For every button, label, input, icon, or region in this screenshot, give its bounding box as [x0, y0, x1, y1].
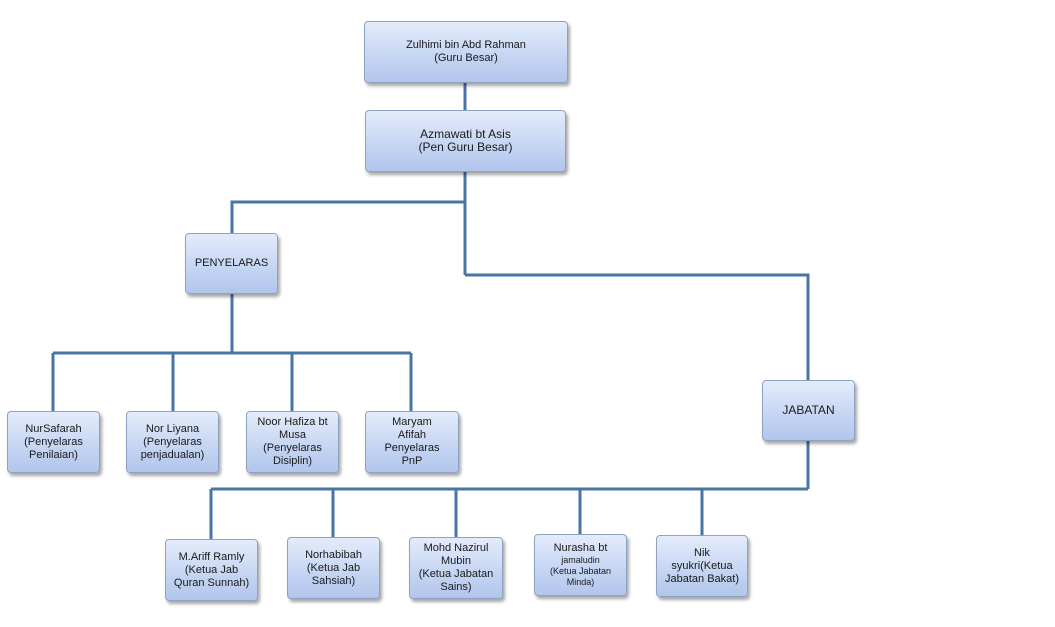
department-line: (Ketua Jab — [306, 561, 361, 574]
department-line: Sahsiah) — [311, 574, 356, 587]
department-line: Nurasha bt — [553, 542, 608, 554]
coordinator-line: PnP — [401, 455, 423, 467]
coordinator-line: Penilaian) — [29, 448, 78, 461]
coordinator-disiplin-box: Noor Hafiza bt Musa (Penyelaras Disiplin… — [246, 411, 339, 473]
jabatan-label: JABATAN — [782, 403, 835, 417]
department-line: Mubin — [441, 555, 471, 567]
coordinator-line: (Penyelaras — [24, 435, 83, 448]
department-line: (Ketua Jab — [184, 563, 239, 576]
coordinator-line: Maryam — [392, 416, 432, 428]
coordinator-line: penjadualan) — [140, 448, 205, 461]
department-line: Quran Sunnah) — [173, 576, 250, 589]
department-line: Nik — [694, 546, 710, 559]
deputy-title: (Pen Guru Besar) — [418, 140, 513, 154]
principal-title: (Guru Besar) — [434, 52, 498, 64]
department-line: (Ketua Jabatan — [549, 566, 612, 576]
coordinator-penjadualan-box: Nor Liyana (Penyelaras penjadualan) — [126, 411, 219, 473]
coordinator-line: Noor Hafiza bt — [257, 416, 328, 428]
department-quran-sunnah-box: M.Ariff Ramly (Ketua Jab Quran Sunnah) — [165, 539, 258, 601]
department-line: M.Ariff Ramly — [178, 550, 245, 563]
department-line: Sains) — [440, 581, 472, 593]
department-minda-box: Nurasha bt jamaludin (Ketua Jabatan Mind… — [534, 534, 627, 596]
department-line: jamaludin — [561, 555, 600, 565]
jabatan-box: JABATAN — [762, 380, 855, 441]
coordinator-line: Afifah — [397, 429, 427, 441]
penyelaras-label: PENYELARAS — [194, 257, 269, 269]
department-line: Minda) — [566, 577, 595, 587]
deputy-name: Azmawati bt Asis — [420, 127, 511, 141]
department-sains-box: Mohd Nazirul Mubin (Ketua Jabatan Sains) — [409, 537, 503, 599]
department-line: (Ketua Jabatan — [418, 568, 494, 580]
coordinator-line: Nor Liyana — [145, 422, 200, 435]
principal-box: Zulhimi bin Abd Rahman (Guru Besar) — [364, 21, 568, 83]
coordinator-line: (Penyelaras — [143, 435, 202, 448]
coordinator-line: NurSafarah — [25, 422, 82, 435]
coordinator-line: Musa — [279, 429, 306, 441]
coordinator-penilaian-box: NurSafarah (Penyelaras Penilaian) — [7, 411, 100, 473]
coordinator-line: Penyelaras — [384, 442, 440, 454]
department-line: syukri(Ketua — [671, 559, 733, 572]
department-sahsiah-box: Norhabibah (Ketua Jab Sahsiah) — [287, 537, 380, 599]
department-line: Jabatan Bakat) — [665, 572, 739, 585]
deputy-box: Azmawati bt Asis (Pen Guru Besar) — [365, 110, 566, 172]
connector-deputy-penyelaras — [230, 200, 465, 233]
coordinator-pnp-box: Maryam Afifah Penyelaras PnP — [365, 411, 459, 473]
department-line: Mohd Nazirul — [423, 542, 489, 554]
penyelaras-box: PENYELARAS — [185, 233, 278, 294]
department-bakat-box: Nik syukri(Ketua Jabatan Bakat) — [656, 535, 748, 597]
coordinator-line: (Penyelaras — [263, 442, 322, 454]
connector-deputy-jabatan — [465, 273, 810, 380]
principal-name: Zulhimi bin Abd Rahman — [406, 39, 526, 51]
coordinator-line: Disiplin) — [272, 455, 313, 467]
department-line: Norhabibah — [305, 548, 362, 561]
